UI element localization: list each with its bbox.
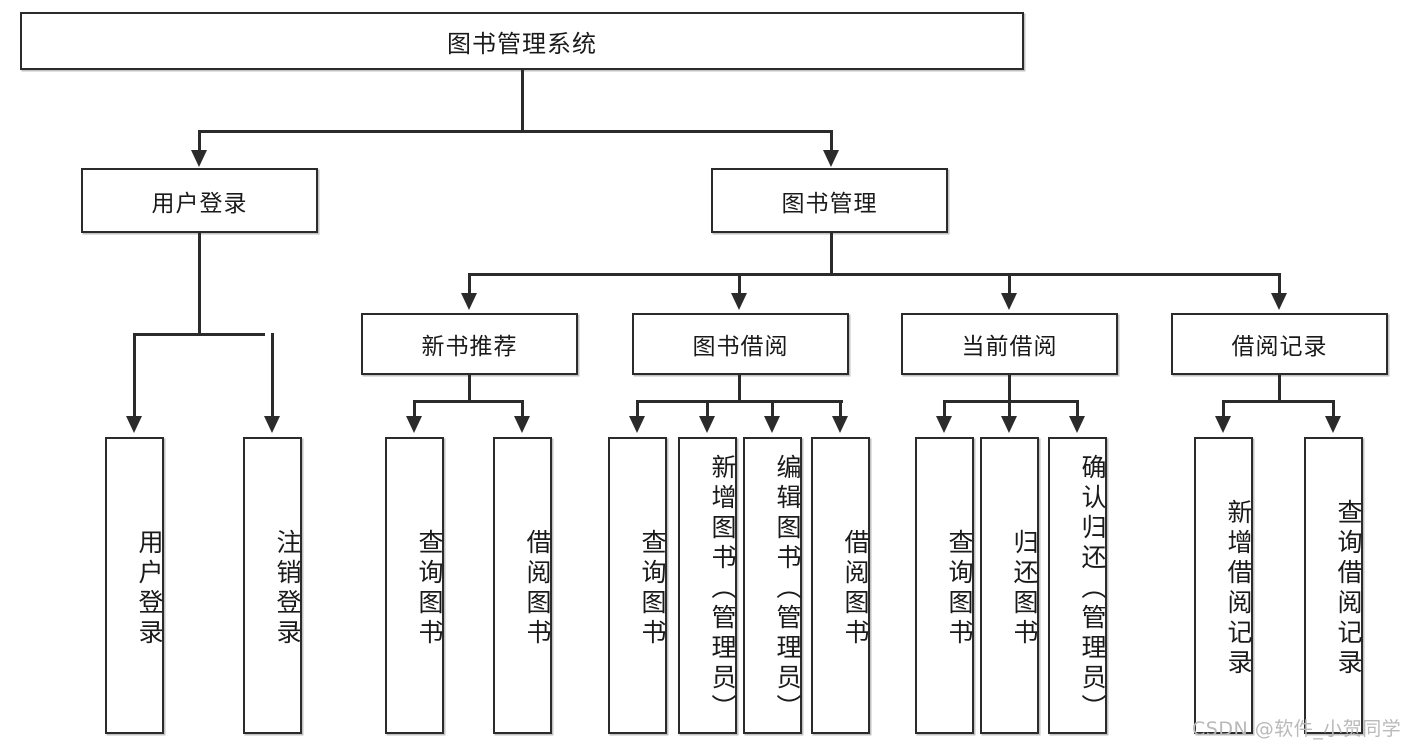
edge-current-borrow-stem: [1008, 375, 1011, 402]
edge-new-book-to-leaf-1: [413, 400, 416, 418]
edge-borrow-record-bar: [1222, 400, 1334, 403]
arrow-borrow-record-to-leaf-2: [1325, 416, 1341, 433]
edge-current-borrow-bar: [943, 400, 1078, 403]
edge-user-login-to-leaf-1: [133, 333, 136, 418]
node-new-book-recommend[interactable]: 新书推荐: [361, 313, 578, 375]
leaf-label: 编辑图书（管理员）: [773, 453, 802, 724]
edge-book-borrow-to-leaf-4: [839, 400, 842, 418]
node-book-management[interactable]: 图书管理: [711, 168, 948, 233]
leaf-user-login-login[interactable]: 用户登录: [105, 437, 164, 734]
edge-book-borrow-to-leaf-1: [636, 400, 639, 418]
node-book-borrow[interactable]: 图书借阅: [632, 313, 849, 375]
leaf-label: 新增图书（管理员）: [708, 453, 737, 724]
edge-current-borrow-to-leaf-3: [1076, 400, 1079, 418]
arrow-new-book-to-leaf-1: [406, 416, 422, 433]
leaf-label: 查询借阅记录: [1334, 498, 1363, 679]
arrow-borrow-record-to-leaf-1: [1215, 416, 1231, 433]
arrow-user-login-to-leaf-1: [126, 416, 142, 433]
arrow-book-mgmt-to-book-borrow: [731, 293, 747, 310]
edge-current-borrow-to-leaf-1: [943, 400, 946, 418]
leaf-current-borrow-return-book[interactable]: 归还图书: [980, 437, 1039, 734]
arrow-book-borrow-to-leaf-2: [699, 416, 715, 433]
leaf-book-borrow-edit-book-admin[interactable]: 编辑图书（管理员）: [743, 437, 802, 734]
edge-borrow-record-to-leaf-2: [1332, 400, 1335, 418]
node-user-login[interactable]: 用户登录: [81, 168, 318, 233]
leaf-label: 确认归还（管理员）: [1078, 453, 1107, 724]
edge-book-borrow-to-leaf-2: [706, 400, 709, 418]
leaf-label: 查询图书: [415, 528, 444, 649]
leaf-book-borrow-add-book-admin[interactable]: 新增图书（管理员）: [678, 437, 737, 734]
leaf-label: 查询图书: [638, 528, 667, 649]
leaf-label: 注销登录: [273, 528, 302, 649]
arrow-current-borrow-to-leaf-1: [936, 416, 952, 433]
edge-root-to-book-mgmt: [830, 130, 833, 152]
edge-user-login-to-leaf-2: [271, 333, 274, 418]
arrow-book-mgmt-to-new-book: [461, 293, 477, 310]
edge-current-borrow-to-leaf-2: [1008, 400, 1011, 418]
leaf-book-borrow-query-book[interactable]: 查询图书: [608, 437, 667, 734]
leaf-current-borrow-confirm-return-admin[interactable]: 确认归还（管理员）: [1048, 437, 1107, 734]
arrow-current-borrow-to-leaf-3: [1069, 416, 1085, 433]
leaf-new-book-query-book[interactable]: 查询图书: [385, 437, 444, 734]
edge-book-mgmt-to-book-borrow: [738, 273, 741, 295]
edge-root-stem: [521, 70, 524, 132]
edge-book-mgmt-to-current-borrow: [1008, 273, 1011, 295]
arrow-new-book-to-leaf-2: [514, 416, 530, 433]
edge-new-book-bar: [413, 400, 523, 403]
arrow-book-mgmt-to-current-borrow: [1001, 293, 1017, 310]
leaf-label: 新增借阅记录: [1224, 498, 1253, 679]
arrow-book-borrow-to-leaf-4: [832, 416, 848, 433]
arrow-current-borrow-to-leaf-2: [1001, 416, 1017, 433]
csdn-watermark: CSDN @软件_小贺同学: [1192, 718, 1402, 740]
node-borrow-record[interactable]: 借阅记录: [1171, 313, 1388, 375]
arrow-book-mgmt-to-borrow-record: [1271, 293, 1287, 310]
leaf-label: 归还图书: [1010, 528, 1039, 649]
leaf-borrow-record-query-record[interactable]: 查询借阅记录: [1304, 437, 1363, 734]
edge-book-mgmt-stem: [830, 233, 833, 275]
node-root-system[interactable]: 图书管理系统: [20, 12, 1024, 70]
leaf-label: 借阅图书: [841, 528, 870, 649]
arrow-book-borrow-to-leaf-1: [629, 416, 645, 433]
leaf-new-book-borrow-book[interactable]: 借阅图书: [493, 437, 552, 734]
arrow-root-to-user-login: [191, 150, 207, 167]
leaf-current-borrow-query-book[interactable]: 查询图书: [915, 437, 974, 734]
leaf-book-borrow-borrow-book[interactable]: 借阅图书: [811, 437, 870, 734]
leaf-label: 查询图书: [945, 528, 974, 649]
edge-book-borrow-stem: [738, 375, 741, 402]
edge-book-borrow-to-leaf-3: [771, 400, 774, 418]
arrow-user-login-to-leaf-2: [264, 416, 280, 433]
arrow-book-borrow-to-leaf-3: [764, 416, 780, 433]
edge-new-book-to-leaf-2: [521, 400, 524, 418]
edge-new-book-stem: [468, 375, 471, 402]
edge-book-mgmt-bar: [468, 273, 1280, 276]
leaf-borrow-record-add-record[interactable]: 新增借阅记录: [1194, 437, 1253, 734]
edge-root-bar: [198, 130, 833, 133]
edge-user-login-bar: [133, 333, 265, 336]
leaf-label: 用户登录: [135, 528, 164, 649]
leaf-user-login-logout[interactable]: 注销登录: [243, 437, 302, 734]
edge-borrow-record-stem: [1278, 375, 1281, 402]
edge-borrow-record-to-leaf-1: [1222, 400, 1225, 418]
edge-book-borrow-bar: [636, 400, 843, 403]
edge-book-mgmt-to-new-book: [468, 273, 471, 295]
leaf-label: 借阅图书: [523, 528, 552, 649]
edge-user-login-stem: [198, 233, 201, 335]
edge-root-to-user-login: [198, 130, 201, 152]
arrow-root-to-book-mgmt: [823, 150, 839, 167]
node-current-borrow[interactable]: 当前借阅: [901, 313, 1118, 375]
edge-book-mgmt-to-borrow-record: [1278, 273, 1281, 295]
